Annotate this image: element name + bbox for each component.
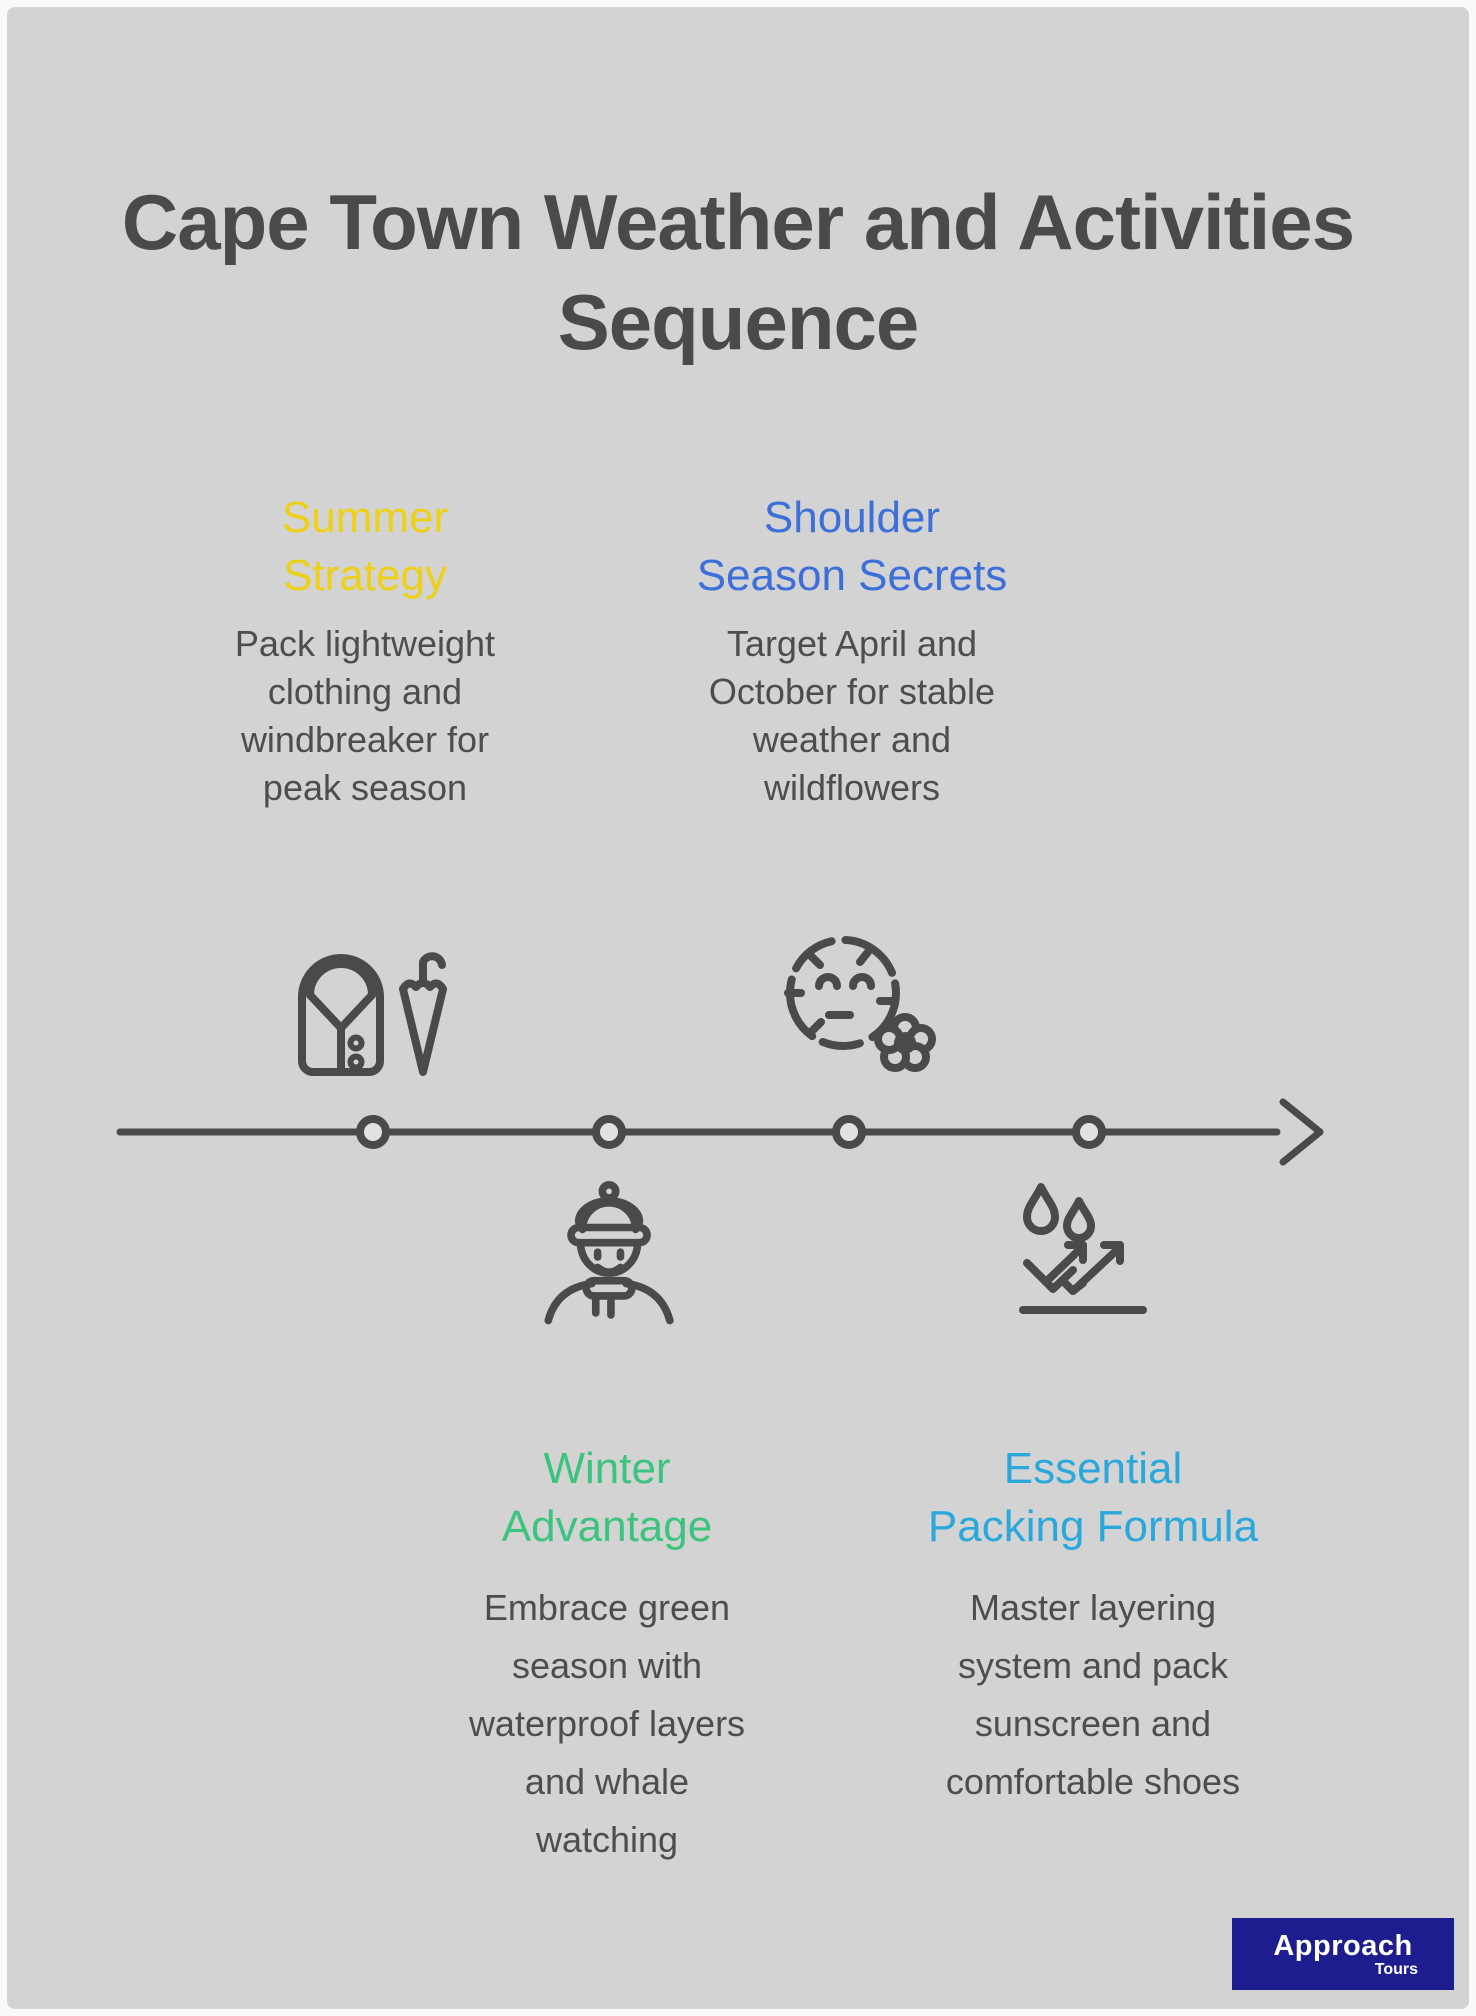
item-title-summer-strategy: Summer Strategy — [281, 493, 449, 600]
item-title-essential-packing: Essential Packing Formula — [927, 1444, 1259, 1551]
item-desc-shoulder-season: Target April and October for stable weat… — [708, 623, 996, 808]
brand-subname: Tours — [1374, 1960, 1418, 1978]
brand-logo: Approach Tours — [1232, 1918, 1454, 1990]
timeline — [116, 1098, 1324, 1166]
calm-face-flower-icon — [780, 929, 952, 1085]
item-desc-winter-advantage: Embrace green season with waterproof lay… — [468, 1587, 746, 1860]
timeline-arrowhead-icon — [1279, 1098, 1324, 1166]
item-title-shoulder-season: Shoulder Season Secrets — [696, 493, 1008, 600]
item-title-winter-advantage: Winter Advantage — [501, 1444, 713, 1551]
waterproof-drops-icon — [1015, 1179, 1165, 1325]
brand-name: Approach — [1273, 1929, 1413, 1962]
timeline-node-2 — [592, 1115, 626, 1149]
winter-person-icon — [535, 1180, 685, 1332]
timeline-node-4 — [1072, 1115, 1106, 1149]
item-desc-essential-packing: Master layering system and pack sunscree… — [945, 1587, 1241, 1802]
timeline-node-3 — [832, 1115, 866, 1149]
raincoat-umbrella-icon — [290, 931, 450, 1083]
page-title: Cape Town Weather and Activities Sequenc… — [121, 178, 1355, 366]
timeline-node-1 — [356, 1115, 390, 1149]
gray-canvas: Cape Town Weather and Activities Sequenc… — [7, 7, 1469, 2009]
item-desc-summer-strategy: Pack lightweight clothing and windbreake… — [234, 623, 496, 808]
